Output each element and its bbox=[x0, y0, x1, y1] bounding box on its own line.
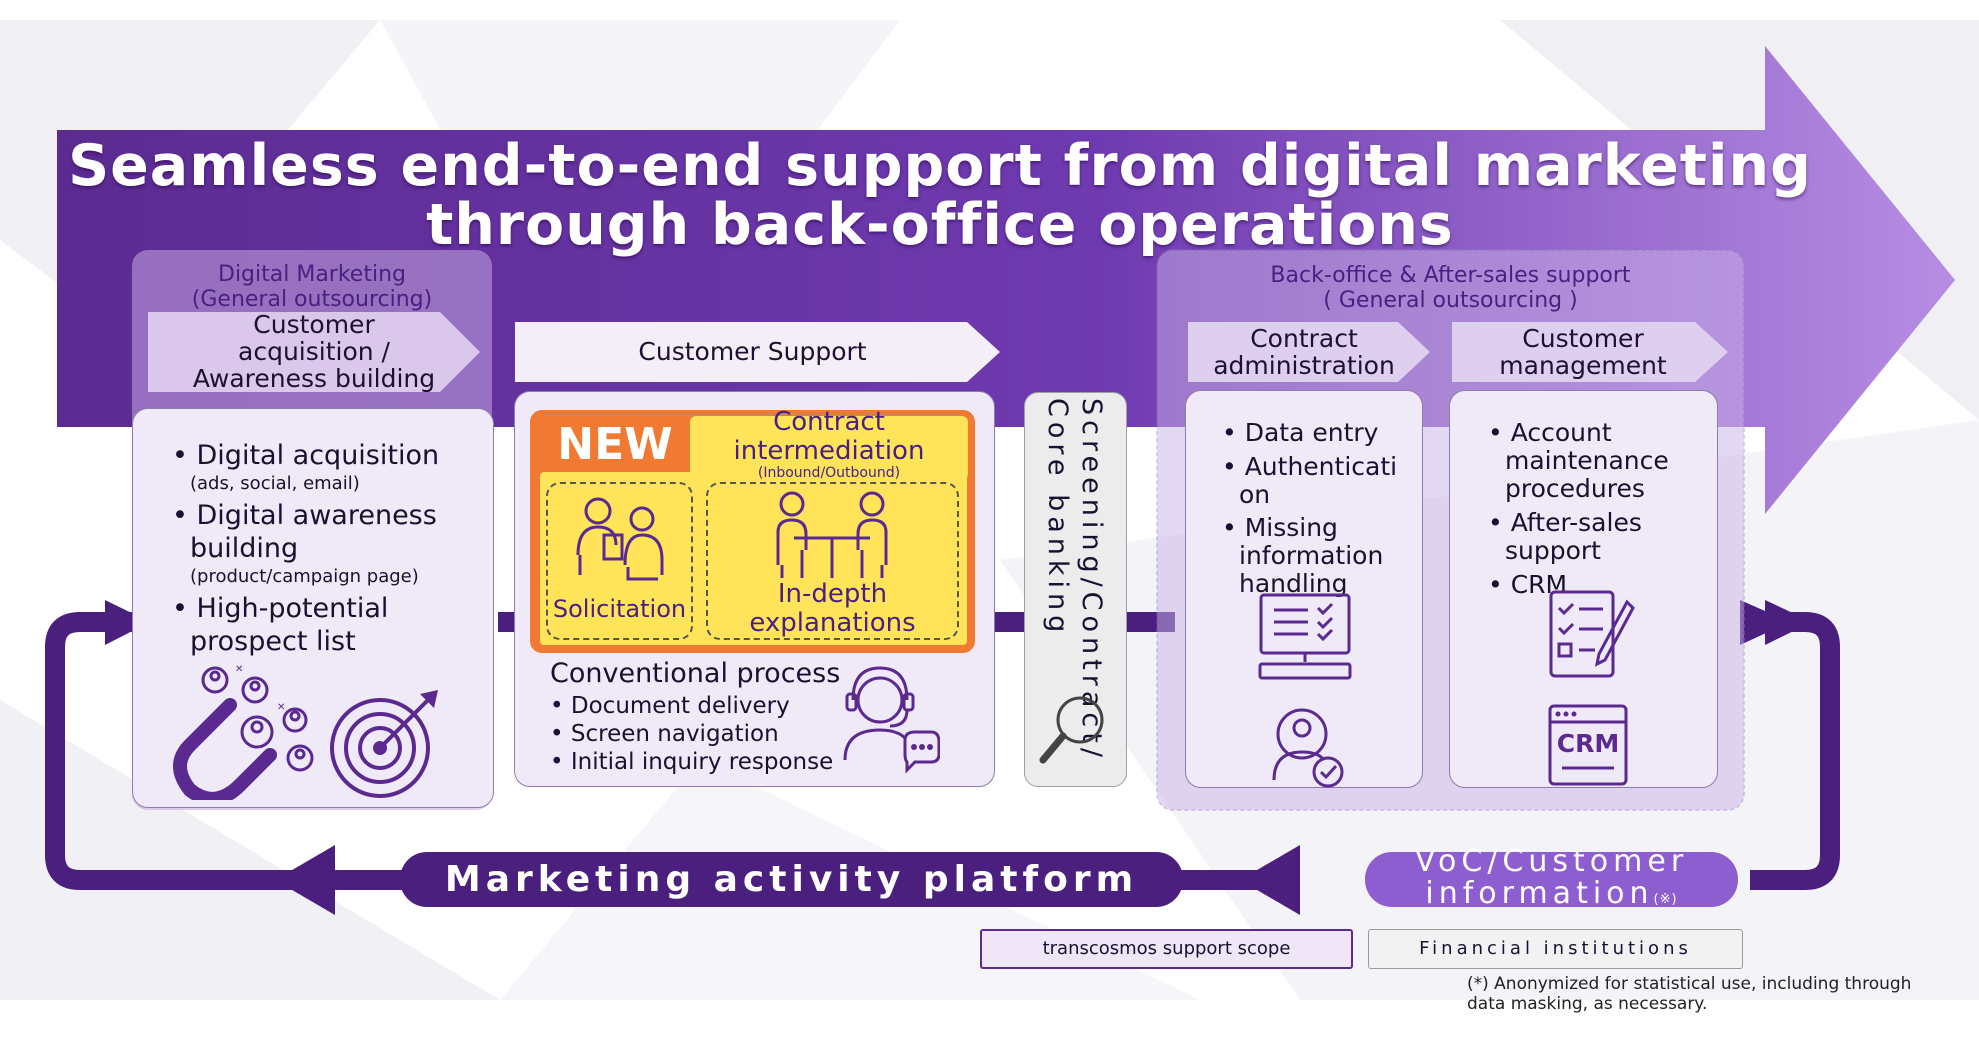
dm-item-3: • High-potential bbox=[172, 593, 389, 624]
contract-admin-line2: administration bbox=[1213, 351, 1395, 380]
computer-checklist-icon bbox=[1258, 593, 1352, 680]
back-office-header-line2: ( General outsourcing ) bbox=[1323, 288, 1578, 313]
voc-mark: (※) bbox=[1653, 892, 1678, 907]
customer-mgmt-line2: management bbox=[1499, 351, 1667, 380]
chevron-line1: Customer bbox=[253, 310, 375, 339]
ca-item-2: • Authenticati bbox=[1222, 452, 1398, 481]
indepth-box bbox=[706, 482, 959, 640]
ca-item-3-line2: information bbox=[1239, 541, 1384, 570]
chevron-line3: Awareness building bbox=[192, 364, 436, 393]
indepth-line1: In-depth bbox=[777, 579, 888, 609]
ca-item-1-label: Data entry bbox=[1244, 418, 1379, 447]
legend-support-scope: transcosmos support scope bbox=[980, 929, 1353, 969]
chevron-line2: acquisition / bbox=[238, 337, 390, 366]
screening-box bbox=[1024, 392, 1127, 787]
cm-item-1-line2: maintenance bbox=[1505, 446, 1669, 475]
contract-title-bg bbox=[690, 416, 968, 480]
cm-item-2-line2: support bbox=[1505, 536, 1601, 565]
contract-line2: intermediation bbox=[733, 436, 925, 466]
dm-item-2-label: Digital awareness bbox=[196, 500, 437, 531]
target-icon bbox=[330, 690, 438, 798]
footnote: (*) Anonymized for statistical use, incl… bbox=[1467, 974, 1911, 1014]
conv-item-3-label: Initial inquiry response bbox=[570, 749, 834, 775]
dm-item-3-line2: prospect list bbox=[190, 626, 356, 657]
contract-intermediation-title: Contract intermediation bbox=[690, 408, 968, 466]
dm-item-1: • Digital acquisition bbox=[172, 440, 440, 471]
legend-financial-institutions: Financial institutions bbox=[1368, 929, 1743, 969]
dm-item-2-line2: building bbox=[190, 533, 299, 564]
consultation-icon bbox=[576, 497, 664, 581]
voc-label: VoC/Customer information(※) bbox=[1365, 846, 1738, 916]
magnet-icon: ✕ ✕ bbox=[173, 664, 314, 800]
ca-item-3: • Missing bbox=[1222, 513, 1338, 542]
footnote-line2: data masking, as necessary. bbox=[1467, 994, 1708, 1014]
cm-item-2-label: After-sales bbox=[1510, 508, 1642, 537]
ca-item-2-label: Authenticati bbox=[1244, 452, 1398, 481]
indepth-line2: explanations bbox=[749, 608, 916, 638]
back-office-header-line1: Back-office & After-sales support bbox=[1270, 263, 1631, 288]
headset-operator-icon bbox=[843, 666, 940, 774]
ca-item-3-label: Missing bbox=[1244, 513, 1338, 542]
digital-marketing-header: Digital Marketing (General outsourcing) bbox=[132, 262, 492, 312]
solicitation-box bbox=[546, 482, 693, 640]
contract-admin-line1: Contract bbox=[1250, 324, 1358, 353]
conv-item-3: • Initial inquiry response bbox=[550, 749, 834, 775]
footnote-line1: (*) Anonymized for statistical use, incl… bbox=[1467, 974, 1912, 994]
cm-item-3: • CRM bbox=[1488, 570, 1568, 599]
contract-admin-chevron: Contract administration bbox=[1188, 325, 1420, 379]
title-line-2: through back-office operations bbox=[426, 192, 1454, 258]
cm-item-1: • Account bbox=[1488, 418, 1612, 447]
dm-item-2: • Digital awareness bbox=[172, 500, 437, 531]
voc-line2: information bbox=[1425, 876, 1654, 911]
dm-item-3-label: High-potential bbox=[196, 593, 389, 624]
customer-mgmt-line1: Customer bbox=[1522, 324, 1644, 353]
cm-item-1-label: Account bbox=[1510, 418, 1612, 447]
svg-text:✕: ✕ bbox=[277, 702, 285, 713]
conv-item-2: • Screen navigation bbox=[550, 721, 779, 747]
customer-mgmt-chevron: Customer management bbox=[1452, 325, 1714, 379]
customer-acquisition-chevron: Customer acquisition / Awareness buildin… bbox=[148, 311, 480, 392]
conventional-title: Conventional process bbox=[550, 658, 841, 689]
back-office-header: Back-office & After-sales support ( Gene… bbox=[1157, 263, 1744, 313]
ca-item-3-line3: handling bbox=[1239, 569, 1348, 598]
voc-line1: VoC/Customer bbox=[1414, 844, 1689, 879]
platform-label: Marketing activity platform bbox=[444, 859, 1139, 900]
new-badge: NEW bbox=[557, 419, 673, 470]
digital-marketing-header-line2: (General outsourcing) bbox=[191, 287, 433, 312]
meeting-icon bbox=[776, 491, 888, 578]
cm-item-3-label: CRM bbox=[1510, 570, 1568, 599]
magnifier-icon bbox=[1039, 696, 1104, 764]
indepth-label: In-depth explanations bbox=[706, 580, 959, 638]
solicitation-label: Solicitation bbox=[552, 595, 687, 623]
dm-item-1-sub: (ads, social, email) bbox=[190, 473, 360, 494]
user-check-icon bbox=[1272, 708, 1344, 788]
crm-window-icon bbox=[1548, 704, 1628, 786]
svg-text:✕: ✕ bbox=[235, 664, 243, 675]
customer-support-chevron: Customer Support bbox=[638, 337, 867, 366]
digital-marketing-header-line1: Digital Marketing bbox=[218, 262, 406, 287]
contract-line1: Contract bbox=[773, 407, 885, 437]
crm-icon-label: CRM bbox=[1556, 729, 1620, 758]
dm-item-1-label: Digital acquisition bbox=[196, 440, 440, 471]
conv-item-1-label: Document delivery bbox=[570, 693, 790, 719]
ca-item-1: • Data entry bbox=[1222, 418, 1379, 447]
cm-item-1-line3: procedures bbox=[1505, 474, 1645, 503]
contract-sub: (Inbound/Outbound) bbox=[757, 465, 901, 481]
title-line-1: Seamless end-to-end support from digital… bbox=[68, 133, 1812, 199]
ca-item-2-line2: on bbox=[1239, 480, 1271, 509]
clipboard-checklist-icon bbox=[1549, 590, 1635, 678]
voc-line2-row: information(※) bbox=[1365, 878, 1738, 916]
conv-item-2-label: Screen navigation bbox=[570, 721, 779, 747]
dm-item-2-sub: (product/campaign page) bbox=[190, 566, 419, 587]
cm-item-2: • After-sales bbox=[1488, 508, 1642, 537]
conv-item-1: • Document delivery bbox=[550, 693, 790, 719]
